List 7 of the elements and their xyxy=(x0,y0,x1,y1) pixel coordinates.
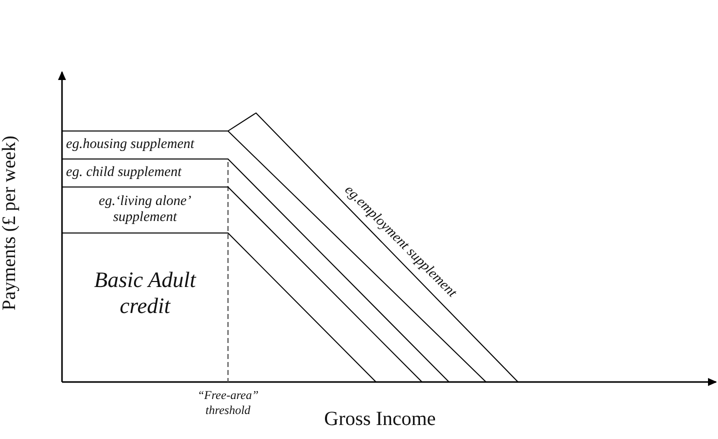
threshold-label: “Free-area” threshold xyxy=(196,388,260,418)
axis-title: Payments (£ per week) xyxy=(0,134,21,312)
axis-title: Gross Income xyxy=(323,408,437,431)
band-label: eg.‘living alone’ supplement xyxy=(98,194,192,226)
band-label: Basic Adult credit xyxy=(93,267,198,318)
band-label: eg. child supplement xyxy=(66,164,182,182)
band-label: eg.housing supplement xyxy=(66,136,194,154)
